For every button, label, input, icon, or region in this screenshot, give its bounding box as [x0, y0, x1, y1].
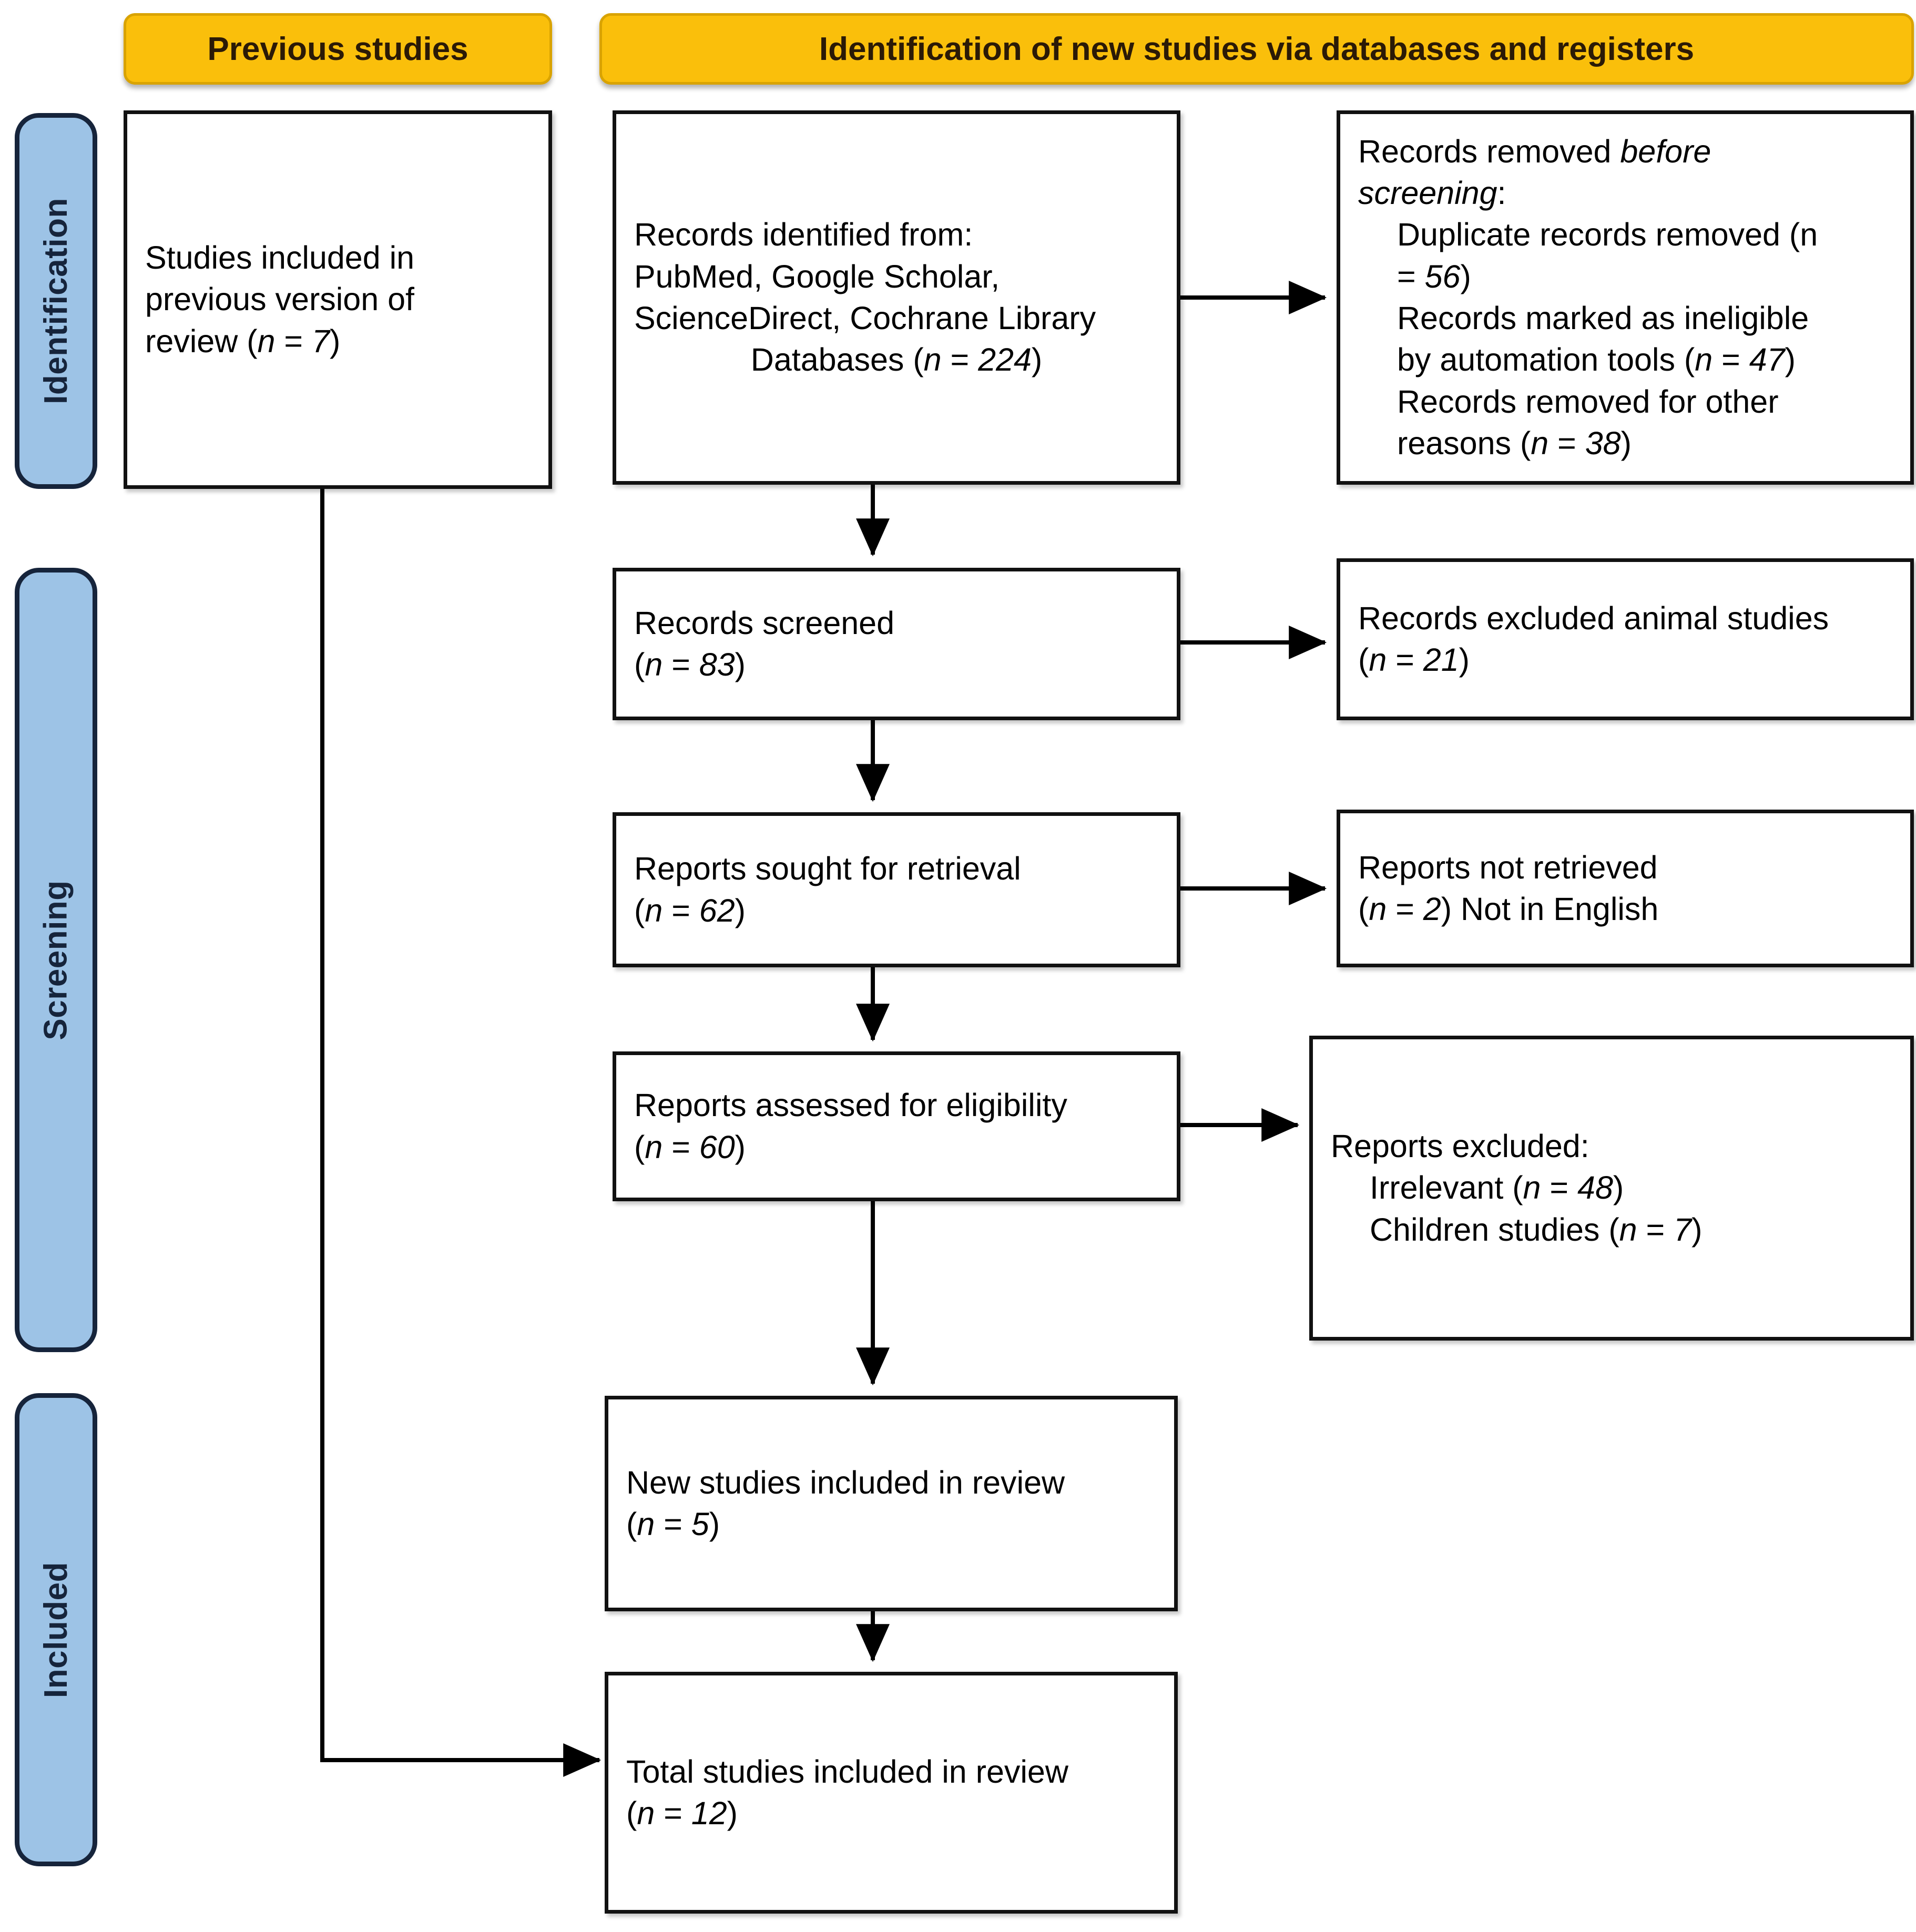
header-new-studies: Identification of new studies via databa…	[599, 13, 1914, 85]
records-removed-item-2-cont: by automation tools (n = 47)	[1397, 342, 1796, 378]
records-removed-line-1: Records removed before	[1358, 133, 1711, 169]
arrow-previous-to-totalincluded	[320, 489, 602, 1777]
records-removed-line-2: screening:	[1358, 175, 1506, 211]
previous-studies-line-3-text: review (n = 7)	[145, 323, 341, 359]
reports-not-retrieved-line-2: (n = 2) Not in English	[1358, 891, 1659, 927]
records-identified-line-3: ScienceDirect, Cochrane Library	[634, 300, 1096, 336]
new-included-line-1: New studies included in review	[626, 1464, 1065, 1500]
node-records-removed: Records removed before screening: Duplic…	[1337, 110, 1914, 485]
reports-excluded-item-1: Irrelevant (n = 48)	[1370, 1170, 1624, 1206]
node-records-excluded: Records excluded animal studies (n = 21)	[1337, 558, 1914, 720]
total-included-line-2: (n = 12)	[626, 1795, 738, 1831]
records-identified-line-4: Databases (n = 224)	[750, 342, 1043, 378]
phase-bar-identification: Identification	[15, 113, 97, 489]
records-excluded-line-2: (n = 21)	[1358, 642, 1470, 678]
records-excluded-line-1: Records excluded animal studies	[1358, 600, 1829, 636]
previous-studies-line-2: previous version of	[145, 281, 414, 318]
records-identified-line-2: PubMed, Google Scholar,	[634, 258, 1000, 294]
phase-label-included: Included	[38, 1561, 74, 1698]
node-new-studies-included: New studies included in review (n = 5)	[605, 1396, 1178, 1611]
reports-excluded-line-1: Reports excluded:	[1331, 1128, 1589, 1164]
previous-studies-line-3: review (n = 7)	[145, 321, 531, 362]
records-removed-item-3: Records removed for other	[1397, 383, 1779, 420]
records-identified-line-1: Records identified from:	[634, 217, 973, 253]
node-previous-studies: Studies included in previous version of …	[124, 110, 552, 489]
phase-label-screening: Screening	[38, 880, 74, 1040]
reports-assessed-line-1: Reports assessed for eligibility	[634, 1087, 1067, 1123]
node-reports-not-retrieved: Reports not retrieved (n = 2) Not in Eng…	[1337, 810, 1914, 967]
reports-assessed-line-2: (n = 60)	[634, 1129, 746, 1165]
node-records-identified: Records identified from: PubMed, Google …	[613, 110, 1180, 485]
reports-excluded-item-2: Children studies (n = 7)	[1370, 1211, 1703, 1248]
records-removed-item-2: Records marked as ineligible	[1397, 300, 1809, 336]
node-records-screened: Records screened (n = 83)	[613, 568, 1180, 720]
node-reports-sought: Reports sought for retrieval (n = 62)	[613, 812, 1180, 967]
phase-label-identification: Identification	[38, 198, 74, 404]
reports-sought-line-2: (n = 62)	[634, 892, 746, 928]
previous-studies-line-1: Studies included in	[145, 240, 415, 276]
node-total-studies-included: Total studies included in review (n = 12…	[605, 1672, 1178, 1914]
records-removed-item-3-cont: reasons (n = 38)	[1397, 425, 1632, 461]
phase-bar-screening: Screening	[15, 568, 97, 1352]
header-previous-studies-label: Previous studies	[207, 30, 468, 67]
records-screened-line-1: Records screened	[634, 605, 895, 641]
total-included-line-1: Total studies included in review	[626, 1753, 1068, 1790]
records-screened-line-2: (n = 83)	[634, 647, 746, 682]
new-included-line-2: (n = 5)	[626, 1506, 720, 1542]
header-new-studies-label: Identification of new studies via databa…	[819, 30, 1695, 67]
phase-bar-included: Included	[15, 1393, 97, 1866]
records-removed-item-1: Duplicate records removed (n	[1397, 217, 1818, 253]
node-reports-assessed: Reports assessed for eligibility (n = 60…	[613, 1051, 1180, 1201]
header-previous-studies: Previous studies	[124, 13, 552, 85]
records-removed-item-1-cont: = 56)	[1397, 258, 1471, 294]
node-reports-excluded: Reports excluded: Irrelevant (n = 48) Ch…	[1309, 1036, 1914, 1341]
reports-sought-line-1: Reports sought for retrieval	[634, 851, 1021, 887]
reports-not-retrieved-line-1: Reports not retrieved	[1358, 849, 1658, 885]
